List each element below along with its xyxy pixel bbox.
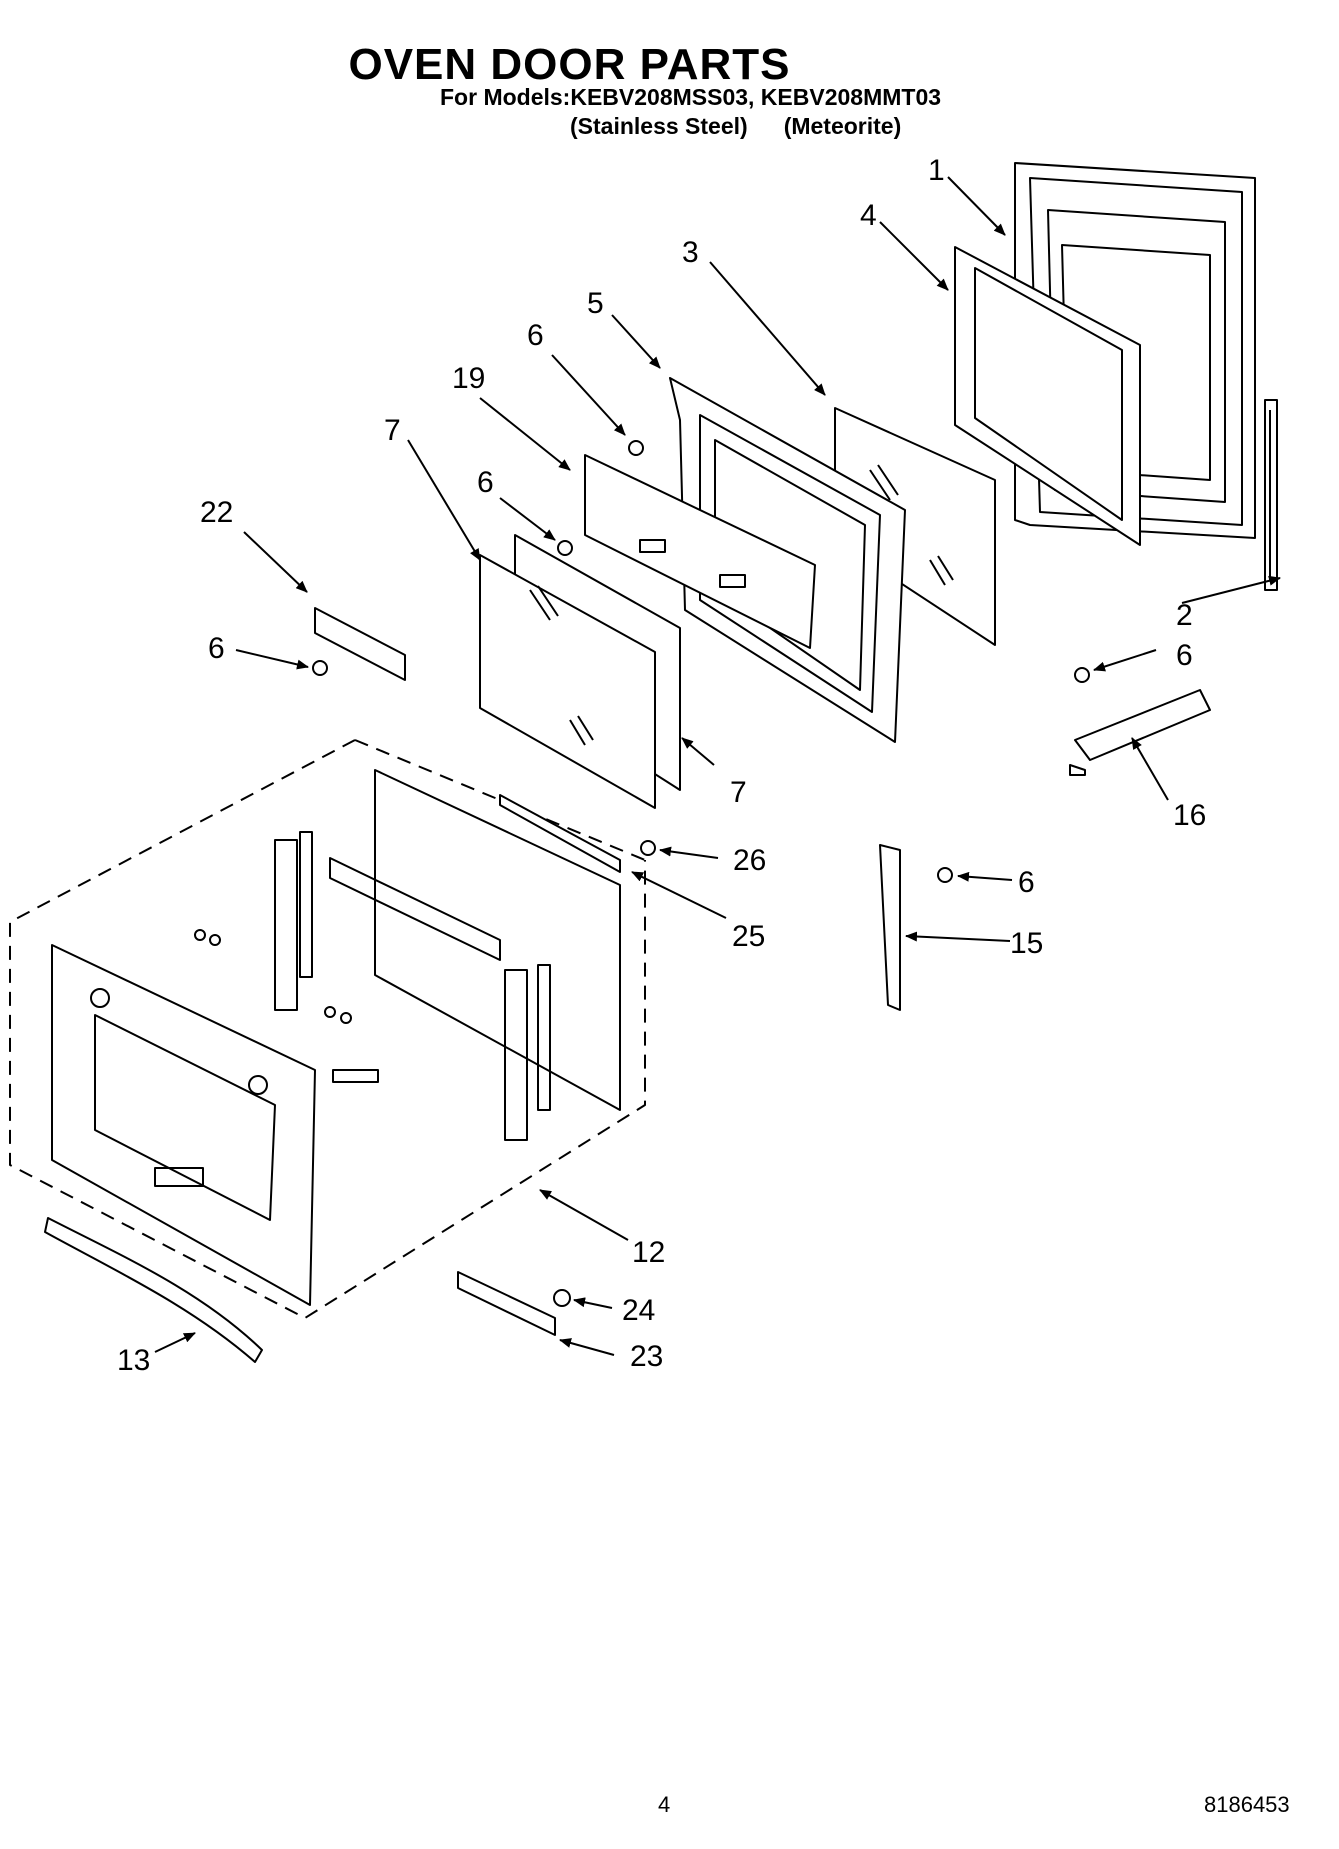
callout-6e: 6 bbox=[1018, 866, 1035, 899]
leader-16 bbox=[1131, 737, 1169, 801]
finish-meteorite: (Meteorite) bbox=[783, 113, 902, 139]
callout-5: 5 bbox=[587, 287, 604, 320]
part-4-gasket-frame bbox=[954, 246, 1141, 546]
leader-6a bbox=[551, 354, 626, 436]
callout-23: 23 bbox=[630, 1340, 663, 1373]
callout-4: 4 bbox=[860, 199, 877, 232]
callout-7b: 7 bbox=[730, 776, 747, 809]
part-22-bracket bbox=[314, 607, 406, 681]
callout-2: 2 bbox=[1176, 599, 1193, 632]
part-6-screws bbox=[312, 440, 1090, 883]
finish-line: (Stainless Steel) (Meteorite) bbox=[570, 113, 901, 140]
callout-6d: 6 bbox=[1176, 639, 1193, 672]
document-number: 8186453 bbox=[1204, 1792, 1290, 1817]
leader-19 bbox=[479, 397, 571, 471]
callout-19: 19 bbox=[452, 362, 485, 395]
callout-7a: 7 bbox=[384, 414, 401, 447]
models-line: For Models:KEBV208MSS03, KEBV208MMT03 bbox=[440, 84, 942, 110]
callout-26: 26 bbox=[733, 844, 766, 877]
leader-1 bbox=[947, 176, 1006, 236]
leader-15 bbox=[905, 931, 1011, 942]
part-15-latch-strip bbox=[879, 844, 901, 1011]
leader-6c bbox=[235, 649, 309, 670]
part-23-nameplate bbox=[457, 1271, 556, 1336]
leader-23 bbox=[559, 1338, 615, 1356]
part-24-nut bbox=[553, 1289, 571, 1307]
leader-6e bbox=[957, 871, 1013, 882]
callout-16: 16 bbox=[1173, 799, 1206, 832]
callout-22: 22 bbox=[200, 496, 233, 529]
leader-6b bbox=[499, 497, 556, 541]
callout-12: 12 bbox=[632, 1236, 665, 1269]
finish-stainless: (Stainless Steel) bbox=[570, 113, 748, 139]
callout-6c: 6 bbox=[208, 632, 225, 665]
part-12-door-assembly bbox=[9, 739, 646, 1319]
leader-26 bbox=[659, 846, 719, 859]
leader-3 bbox=[709, 261, 826, 396]
callout-24: 24 bbox=[622, 1294, 655, 1327]
part-7-window-glass-front bbox=[479, 554, 656, 809]
leader-22 bbox=[243, 531, 308, 593]
callout-3: 3 bbox=[682, 236, 699, 269]
leader-13 bbox=[154, 1332, 196, 1353]
callout-15: 15 bbox=[1010, 927, 1043, 960]
part-2-hinge bbox=[1264, 399, 1278, 591]
callout-25: 25 bbox=[732, 920, 765, 953]
leader-7b bbox=[681, 737, 715, 766]
page-title: OVEN DOOR PARTS bbox=[348, 40, 791, 89]
callout-6b: 6 bbox=[477, 466, 494, 499]
part-19-heat-shield bbox=[584, 454, 816, 649]
callout-6a: 6 bbox=[527, 319, 544, 352]
part-16-trim-bracket bbox=[1069, 689, 1211, 776]
callout-labels: 1 4 3 5 6 19 7 6 22 6 7 2 6 16 6 15 26 2… bbox=[117, 154, 1206, 1377]
leader-7a bbox=[407, 439, 481, 561]
leader-5 bbox=[611, 314, 661, 369]
leader-6d bbox=[1093, 649, 1157, 672]
callout-1: 1 bbox=[928, 154, 945, 187]
callout-13: 13 bbox=[117, 1344, 150, 1377]
leader-25 bbox=[631, 871, 727, 919]
leader-arrows bbox=[154, 176, 1281, 1356]
page-number: 4 bbox=[658, 1792, 671, 1817]
part-25-rail bbox=[499, 794, 621, 873]
leader-24 bbox=[573, 1297, 613, 1309]
leader-12 bbox=[539, 1189, 629, 1241]
leader-4 bbox=[879, 221, 949, 291]
part-26-screw bbox=[640, 840, 656, 856]
leader-2 bbox=[1181, 575, 1281, 604]
part-13-handle bbox=[44, 1217, 263, 1363]
